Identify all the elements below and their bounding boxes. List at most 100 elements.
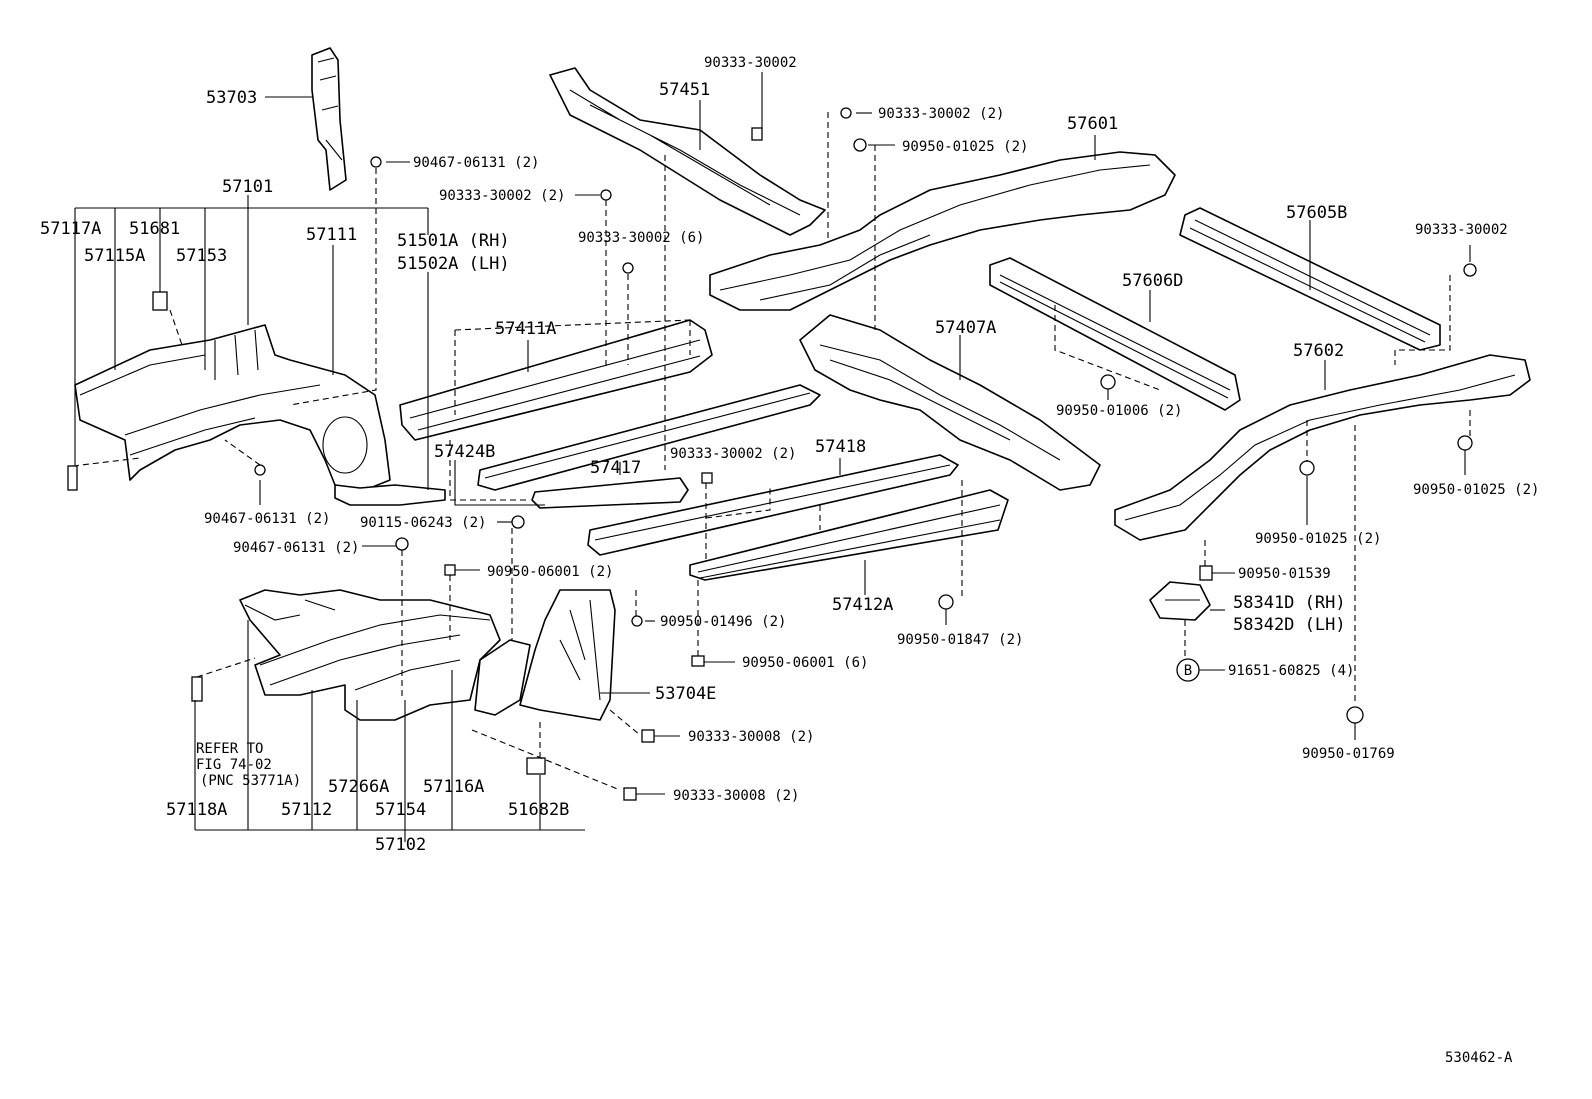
label-51682B: 51682B xyxy=(508,800,569,820)
label-90467-06131-low: 90467-06131 (2) xyxy=(233,540,359,556)
clip-90333-30002-f xyxy=(1463,263,1477,277)
label-57118A: 57118A xyxy=(166,800,227,820)
label-90333-30002-c: 90333-30002 (6) xyxy=(578,230,704,246)
clip-90950-01025-c xyxy=(1299,460,1315,476)
label-90950-06001-b: 90950-06001 (6) xyxy=(742,655,868,671)
label-57424B: 57424B xyxy=(434,442,495,462)
part-57411A-sill xyxy=(399,319,713,441)
label-90333-30008-b: 90333-30008 (2) xyxy=(673,788,799,804)
clip-90467-top xyxy=(370,156,382,168)
svg-text:B: B xyxy=(1184,663,1192,679)
part-labels: 53703 90467-06131 (2) 57101 57117A 51681… xyxy=(40,55,1539,1066)
label-90950-01025-c: 90950-01025 (2) xyxy=(1255,531,1381,547)
label-53703: 53703 xyxy=(206,88,257,108)
clip-90333-30002-a xyxy=(751,127,763,141)
part-57417-sill xyxy=(477,384,821,491)
part-57424B-plate xyxy=(531,477,689,509)
refer-note-line-3: (PNC 53771A) xyxy=(200,773,301,789)
label-57602: 57602 xyxy=(1293,341,1344,361)
bolt-b-symbol: B xyxy=(1176,658,1200,682)
diagram-id: 530462-A xyxy=(1445,1050,1513,1066)
label-90333-30002-a: 90333-30002 xyxy=(704,55,797,71)
part-57606D-rail xyxy=(989,257,1241,411)
label-58342D: 58342D (LH) xyxy=(1233,615,1346,635)
label-51502A: 51502A (LH) xyxy=(397,254,510,274)
label-90950-01025-b: 90950-01025 (2) xyxy=(1413,482,1539,498)
label-57605B: 57605B xyxy=(1286,203,1347,223)
label-53704E: 53704E xyxy=(655,684,716,704)
label-57412A: 57412A xyxy=(832,595,893,615)
clip-90333-30002-d xyxy=(701,472,713,484)
clip-90333-30002-e xyxy=(840,107,852,119)
label-57606D: 57606D xyxy=(1122,271,1183,291)
refer-note-line-1: REFER TO xyxy=(196,741,263,757)
clip-57117A xyxy=(67,465,78,491)
part-53703-pillar xyxy=(311,47,347,191)
clip-90950-06001-b xyxy=(691,655,705,667)
clip-90467-mid xyxy=(254,464,266,476)
label-57101: 57101 xyxy=(222,177,273,197)
clip-90950-01769 xyxy=(1346,706,1364,724)
refer-note-line-2: FIG 74-02 xyxy=(196,757,272,773)
label-91651-60825: 91651-60825 (4) xyxy=(1228,663,1354,679)
label-90333-30002-f: 90333-30002 xyxy=(1415,222,1508,238)
label-57601: 57601 xyxy=(1067,114,1118,134)
label-90115-06243: 90115-06243 (2) xyxy=(360,515,486,531)
label-90950-01539: 90950-01539 xyxy=(1238,566,1331,582)
label-90333-30002-b: 90333-30002 (2) xyxy=(439,188,565,204)
part-57407A-crossmember xyxy=(799,314,1101,491)
clip-90333-30008-a xyxy=(641,729,655,743)
label-90467-06131-mid: 90467-06131 (2) xyxy=(204,511,330,527)
part-57418-sill xyxy=(587,454,959,556)
label-90950-01496: 90950-01496 (2) xyxy=(660,614,786,630)
clip-90950-01006 xyxy=(1100,374,1116,390)
label-57153: 57153 xyxy=(176,246,227,266)
label-90950-01769: 90950-01769 xyxy=(1302,746,1395,762)
label-51501A: 51501A (RH) xyxy=(397,231,510,251)
clip-90333-30008-b xyxy=(623,787,637,801)
clip-90950-01025-b xyxy=(1457,435,1473,451)
label-57117A: 57117A xyxy=(40,219,101,239)
part-57451-crossmember xyxy=(549,67,826,236)
label-58341D: 58341D (RH) xyxy=(1233,593,1346,613)
clip-90950-01496 xyxy=(631,615,643,627)
part-57412A-sill xyxy=(689,489,1009,581)
clip-90950-01847 xyxy=(938,594,954,610)
label-90950-01006: 90950-01006 (2) xyxy=(1056,403,1182,419)
label-90950-01847: 90950-01847 (2) xyxy=(897,632,1023,648)
label-90333-30008-a: 90333-30008 (2) xyxy=(688,729,814,745)
clip-90950-01539 xyxy=(1199,565,1213,581)
label-57154: 57154 xyxy=(375,800,426,820)
clip-51682B xyxy=(526,757,546,775)
dashed-connectors xyxy=(72,112,1471,791)
label-90950-01025-a: 90950-01025 (2) xyxy=(902,139,1028,155)
part-58341D-bracket xyxy=(1149,581,1211,621)
clip-57118A xyxy=(191,676,203,702)
label-57111: 57111 xyxy=(306,225,357,245)
label-57116A: 57116A xyxy=(423,777,484,797)
clip-90467-low xyxy=(395,537,409,551)
leader-lines xyxy=(74,72,1471,842)
label-90950-06001-a: 90950-06001 (2) xyxy=(487,564,613,580)
label-57451: 57451 xyxy=(659,80,710,100)
clip-90333-30002-b xyxy=(600,189,612,201)
label-51681: 51681 xyxy=(129,219,180,239)
label-57417: 57417 xyxy=(590,458,641,478)
part-57102-floor-assembly xyxy=(239,589,501,721)
part-57602-side-member xyxy=(1114,354,1531,541)
part-57601-side-member xyxy=(709,151,1176,311)
part-53704E-panel xyxy=(474,589,616,721)
label-57407A: 57407A xyxy=(935,318,996,338)
clip-90950-06001-a xyxy=(444,564,456,576)
label-90333-30002-d: 90333-30002 (2) xyxy=(670,446,796,462)
clip-90115 xyxy=(511,515,525,529)
label-57418: 57418 xyxy=(815,437,866,457)
label-57411A: 57411A xyxy=(495,319,556,339)
clip-90333-30002-c xyxy=(622,262,634,274)
label-57102: 57102 xyxy=(375,835,426,855)
label-90333-30002-e: 90333-30002 (2) xyxy=(878,106,1004,122)
clip-90950-01025-a xyxy=(853,138,867,152)
clip-51681 xyxy=(152,291,168,311)
label-90467-06131-top: 90467-06131 (2) xyxy=(413,155,539,171)
